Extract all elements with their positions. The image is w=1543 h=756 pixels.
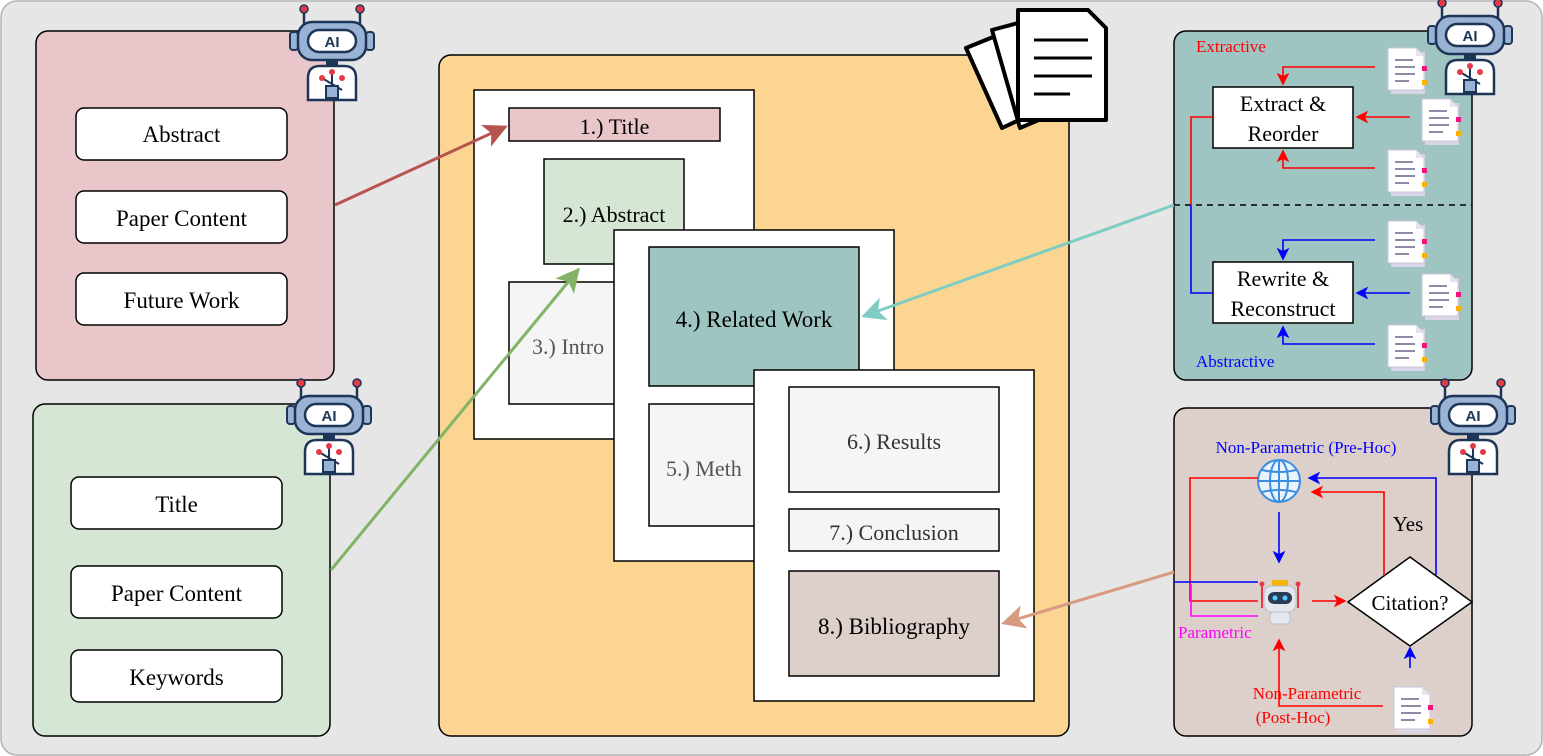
- title-flow-arrow: [334, 124, 508, 207]
- abstract-input-paper-content: Paper Content: [111, 581, 243, 606]
- pre-hoc-label: Non-Parametric (Pre-Hoc): [1216, 438, 1397, 457]
- bibliography-section-box: [788, 570, 1000, 677]
- rewrite-reconstruct-line-1: Rewrite &: [1237, 266, 1329, 291]
- title-input-box: Paper Content: [75, 190, 288, 244]
- related-work-section-box: [648, 246, 860, 387]
- document-icon: [1387, 324, 1428, 372]
- documents-stack-icon: [964, 8, 1108, 130]
- related-work-section-label: 4.) Related Work: [676, 307, 833, 332]
- bibliography-flow-arrow: [1001, 570, 1175, 629]
- document-icon: [1387, 149, 1428, 197]
- extract-reorder-line-1: Extract &: [1240, 91, 1326, 116]
- title-input-box: Abstract: [75, 107, 288, 161]
- citation-decision-diamond: [1346, 556, 1474, 647]
- citation-arrows: [1174, 471, 1437, 707]
- title-input-paper-content: Paper Content: [116, 206, 248, 231]
- conclusion-section-box: [788, 508, 1000, 552]
- extractive-label: Extractive: [1196, 37, 1266, 56]
- bibliography-section-label: 8.) Bibliography: [818, 614, 971, 639]
- results-section-box: [788, 386, 1000, 493]
- globe-icon: [1257, 459, 1301, 503]
- abstract-input-keywords: Keywords: [129, 665, 224, 690]
- intro-section-label: 3.) Intro: [532, 334, 604, 359]
- document-icon: [1421, 98, 1462, 146]
- parametric-label: Parametric: [1178, 623, 1252, 642]
- related-work-flow-arrow: [861, 203, 1175, 321]
- yes-label: Yes: [1393, 512, 1424, 536]
- abstract-flow-arrow: [329, 267, 580, 571]
- post-hoc-label-line-1: Non-Parametric: [1253, 684, 1362, 703]
- title-input-future-work: Future Work: [124, 288, 240, 313]
- title-input-abstract: Abstract: [143, 122, 222, 147]
- abstractive-label: Abstractive: [1196, 352, 1274, 371]
- citation-decision-label: Citation?: [1372, 591, 1449, 615]
- abstract-input-title: Title: [155, 492, 198, 517]
- rewrite-reconstruct-line-2: Reconstruct: [1230, 296, 1335, 321]
- title-section-box: [508, 107, 721, 142]
- post-hoc-label-line-2: (Post-Hoc): [1256, 708, 1331, 727]
- document-icon: [1387, 220, 1428, 268]
- extract-reorder-line-2: Reorder: [1248, 121, 1320, 146]
- title-section-label: 1.) Title: [580, 114, 650, 139]
- document-icon: [1421, 273, 1462, 321]
- abstractive-arrows: [1190, 205, 1410, 345]
- document-icon: [1387, 47, 1428, 95]
- chatbot-icon: [1259, 580, 1301, 625]
- abstract-section-label: 2.) Abstract: [563, 202, 666, 227]
- title-input-box: Future Work: [75, 272, 288, 326]
- extract-reorder-box: [1212, 86, 1354, 149]
- document-icon: [1393, 686, 1434, 734]
- methods-section-label: 5.) Meth: [666, 456, 742, 481]
- conclusion-section-label: 7.) Conclusion: [829, 520, 959, 545]
- extractive-arrows: [1190, 66, 1410, 205]
- results-section-label: 6.) Results: [847, 429, 941, 454]
